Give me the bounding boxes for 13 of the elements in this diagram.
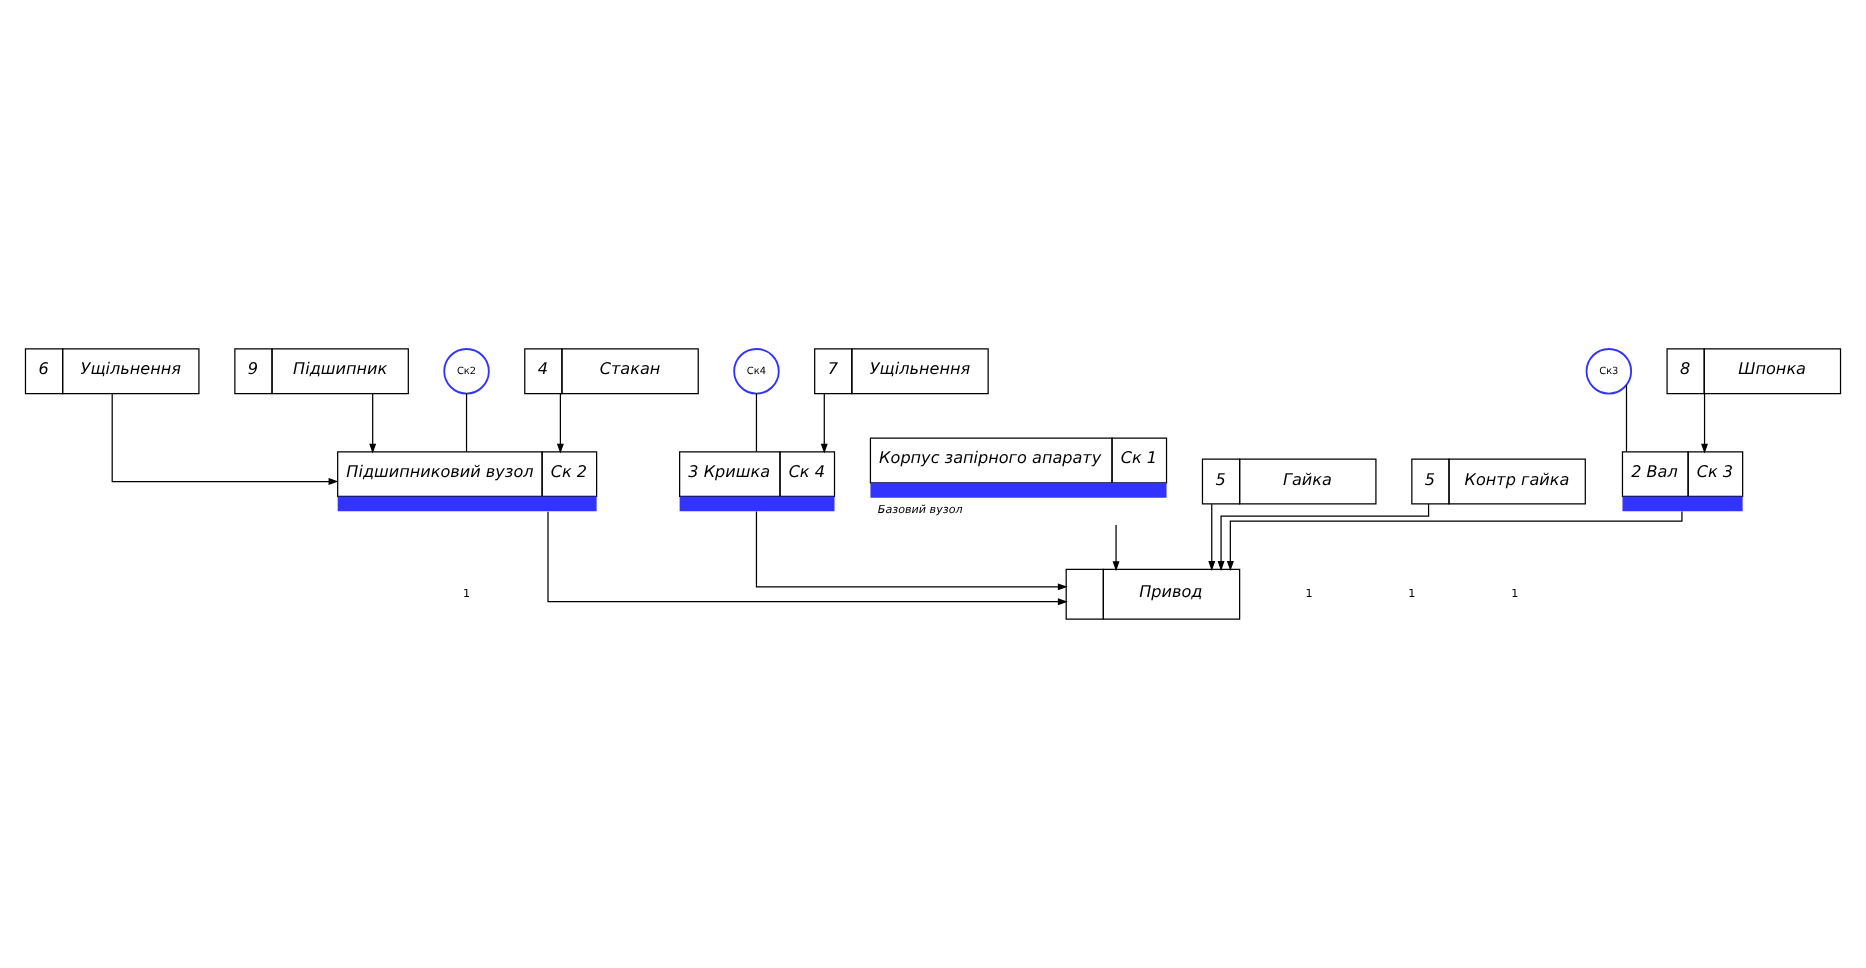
arrow xyxy=(547,511,1068,606)
arrow xyxy=(369,392,377,454)
arrow xyxy=(1208,503,1216,571)
connector xyxy=(1625,384,1628,453)
connector xyxy=(755,392,758,453)
arrow xyxy=(755,510,1068,591)
connector xyxy=(465,392,468,453)
arrow xyxy=(1217,503,1430,571)
arrow xyxy=(111,392,339,485)
arrow xyxy=(820,392,828,454)
arrow xyxy=(556,392,564,454)
arrow xyxy=(1701,392,1709,454)
arrow xyxy=(1112,524,1120,572)
